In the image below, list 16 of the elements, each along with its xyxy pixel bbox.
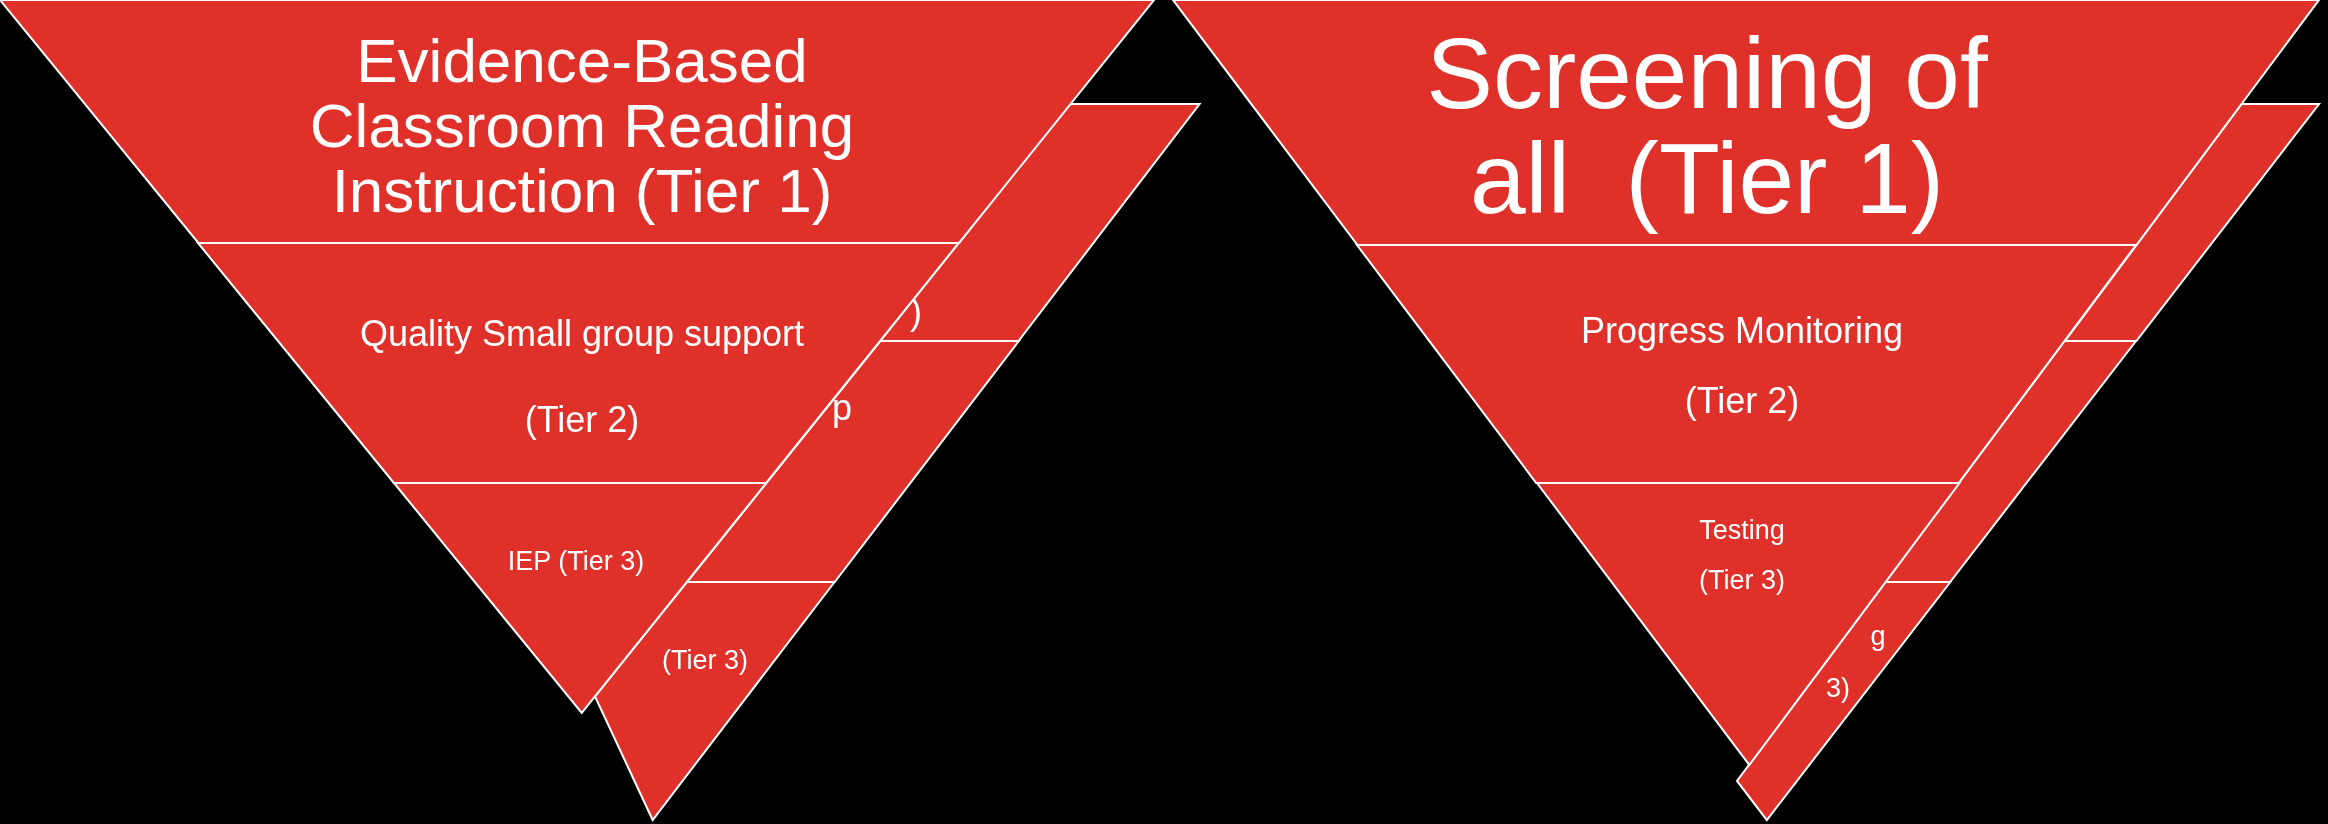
- tier-label: g: [1869, 621, 1887, 651]
- tier-label: p: [830, 389, 853, 427]
- tier-label: IEP (Tier 3): [506, 546, 646, 576]
- tier-label: Quality Small group support: [358, 315, 806, 353]
- pyramid-band: [2064, 104, 2319, 341]
- pyramid-tip-band: [394, 483, 767, 713]
- tier-label: Evidence-Based Classroom Reading Instruction (Tier 1): [308, 28, 856, 224]
- tier-label: (Tier 3): [1698, 565, 1786, 595]
- tier-label: Testing: [1698, 515, 1786, 545]
- tier-label: (Tier 2): [1683, 382, 1801, 420]
- pyramid-band: [880, 104, 1200, 341]
- tier-label: Progress Monitoring: [1579, 312, 1905, 350]
- tier-label: 3): [1824, 673, 1851, 703]
- tier-label: (Tier 3): [661, 645, 749, 675]
- pyramid-tip-band: [595, 582, 835, 820]
- tier-label: (Tier 2): [523, 401, 641, 439]
